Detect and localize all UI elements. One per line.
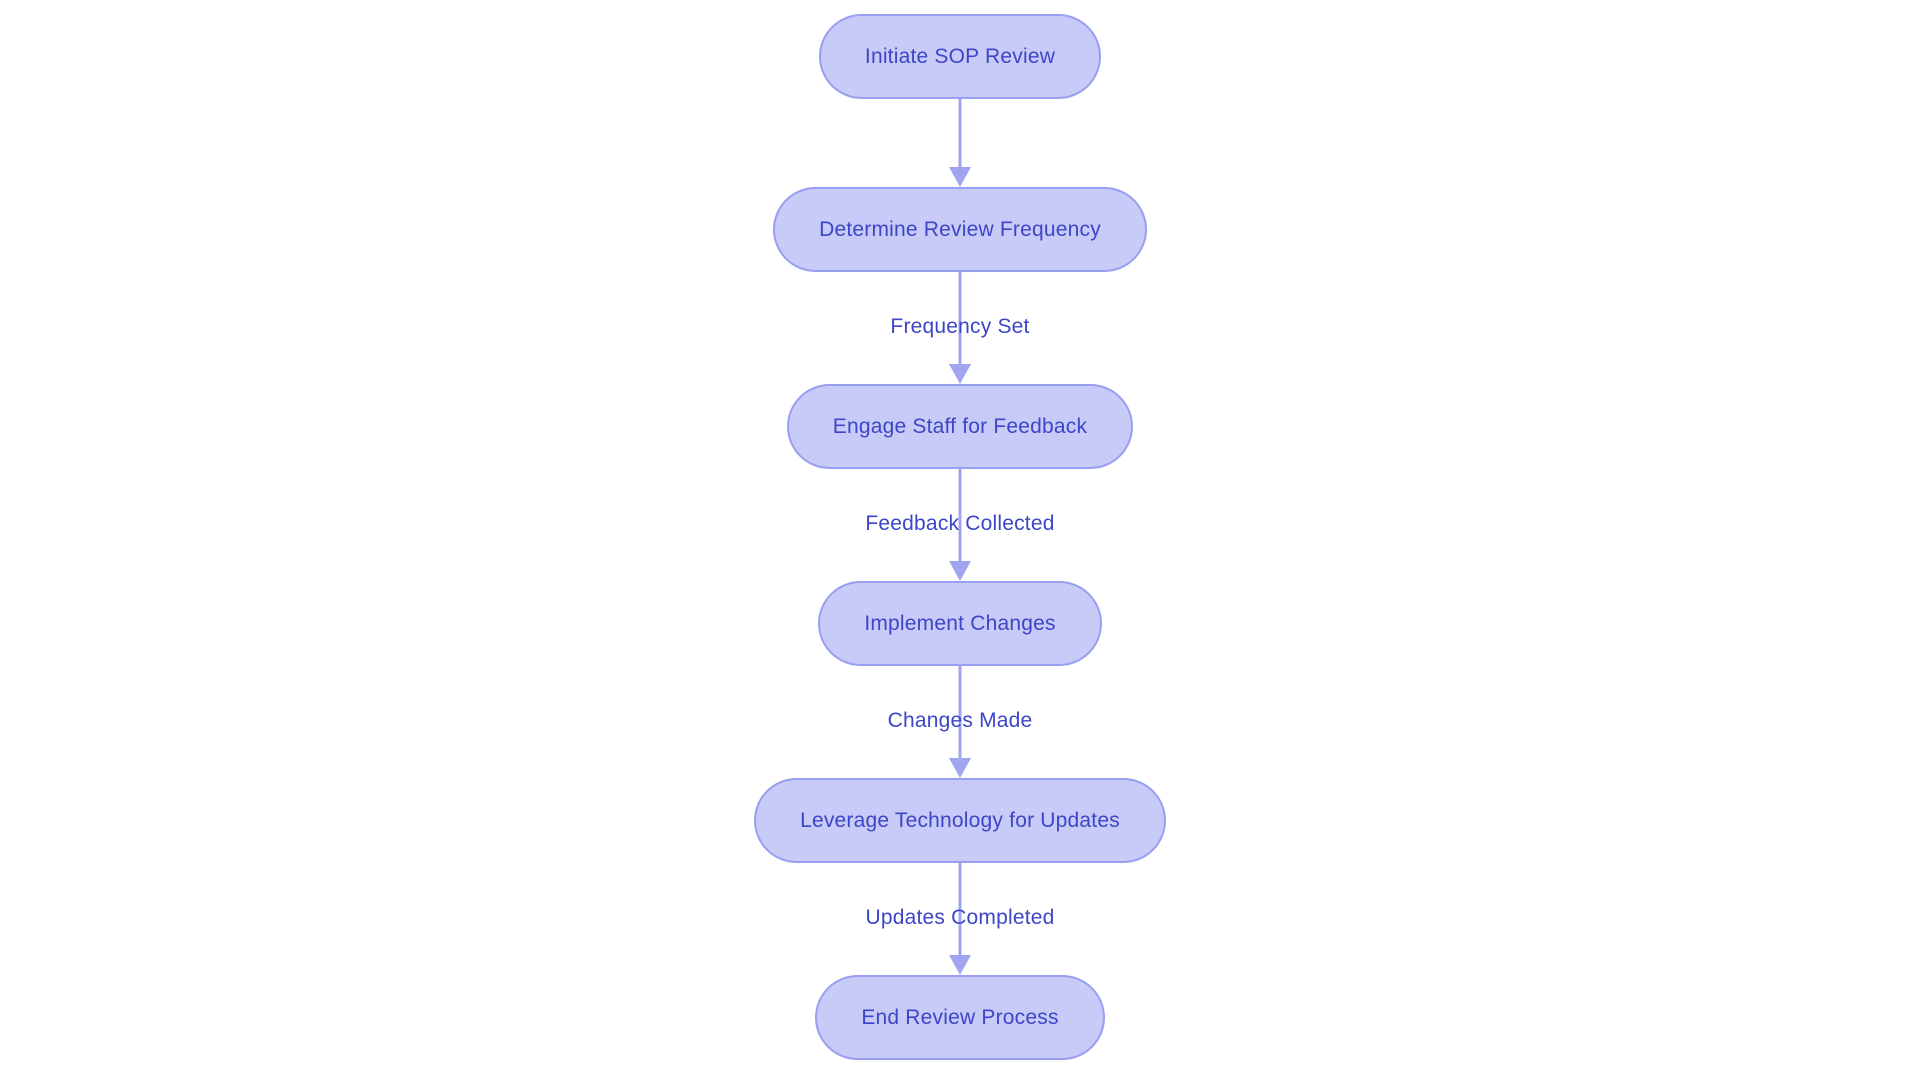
edge-label-updates-completed: Updates Completed [865, 906, 1055, 930]
arrowhead-icon [949, 167, 971, 187]
edge-line [958, 272, 962, 366]
edge-line [958, 666, 962, 760]
edge-determine-to-engage: Frequency Set [750, 272, 1170, 384]
edge-label-frequency-set: Frequency Set [890, 315, 1030, 339]
edge-line [958, 469, 962, 563]
edge-label-changes-made: Changes Made [887, 709, 1033, 733]
node-initiate-sop-review: Initiate SOP Review [818, 14, 1102, 99]
arrowhead-icon [949, 561, 971, 581]
edge-leverage-to-end: Updates Completed [750, 863, 1170, 975]
edge-implement-to-leverage: Changes Made [750, 666, 1170, 778]
node-determine-review-frequency: Determine Review Frequency [773, 187, 1147, 272]
edge-label-feedback-collected: Feedback Collected [865, 512, 1055, 536]
flowchart: Initiate SOP Review Determine Review Fre… [0, 14, 1920, 1060]
node-leverage-technology-for-updates: Leverage Technology for Updates [754, 778, 1166, 863]
edge-engage-to-implement: Feedback Collected [750, 469, 1170, 581]
edge-line [958, 99, 962, 169]
node-implement-changes: Implement Changes [818, 581, 1102, 666]
arrowhead-icon [949, 758, 971, 778]
arrowhead-icon [949, 955, 971, 975]
node-end-review-process: End Review Process [815, 975, 1105, 1060]
edge-line [958, 863, 962, 957]
edge-initiate-to-determine [750, 99, 1170, 187]
arrowhead-icon [949, 364, 971, 384]
node-engage-staff-for-feedback: Engage Staff for Feedback [786, 384, 1134, 469]
